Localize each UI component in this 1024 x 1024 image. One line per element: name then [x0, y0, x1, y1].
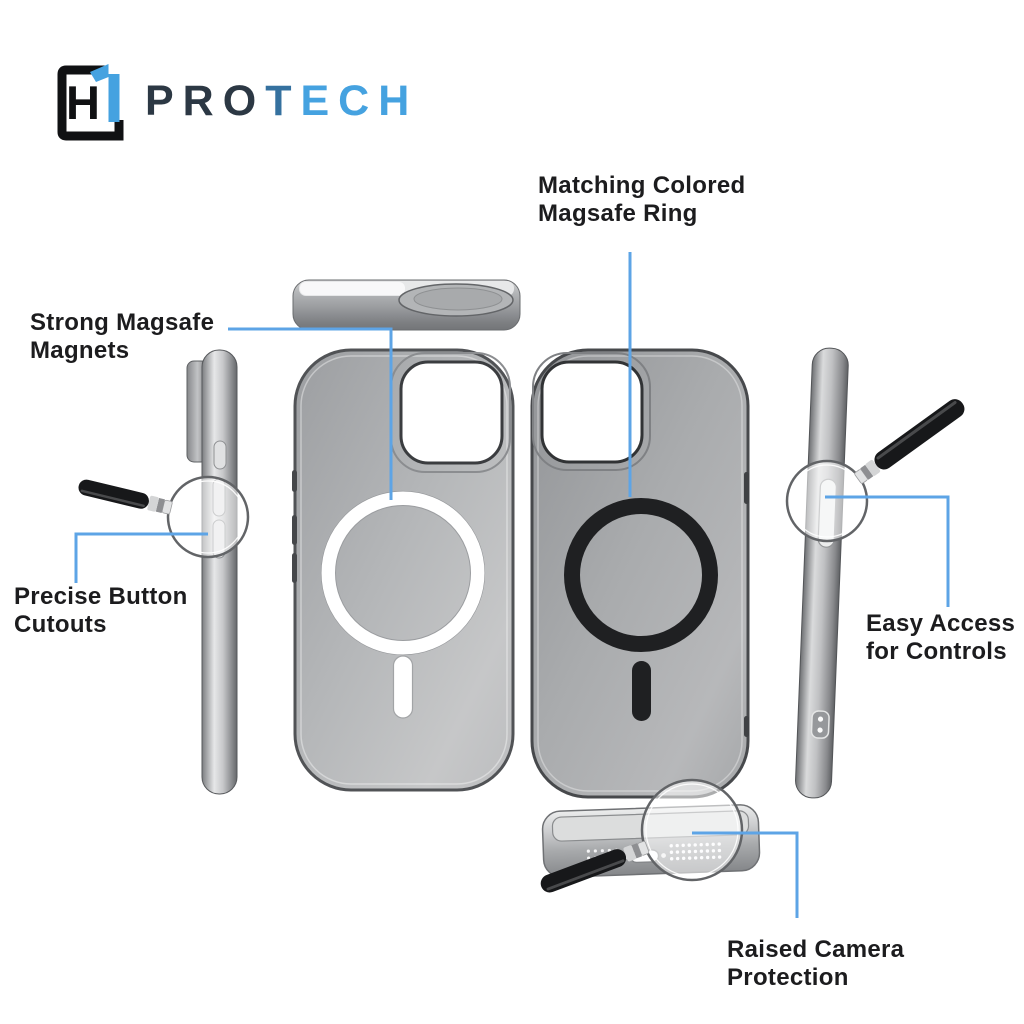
- case-top-view: [292, 279, 521, 331]
- hole-dot: [817, 727, 823, 733]
- callout-magnets: Strong Magsafe Magnets: [30, 309, 214, 365]
- callout-magsafe-ring: Matching Colored Magsafe Ring: [538, 172, 745, 228]
- top-view-camera-inner: [413, 287, 503, 311]
- logo-bracket: [57, 65, 124, 141]
- magsafe-ring-white: [321, 491, 485, 655]
- connector-line-controls: [825, 495, 950, 607]
- top-view-highlight: [300, 282, 405, 295]
- connector-line-button-cutouts: [74, 532, 208, 583]
- edge-button-nub: [292, 470, 297, 492]
- logo-frame-icon: [57, 64, 124, 141]
- case-inner-edge: [537, 355, 743, 792]
- magnifier-glass: [785, 459, 869, 543]
- hole-dot: [817, 716, 824, 722]
- callout-text-line: Matching Colored: [538, 172, 746, 199]
- lanyard-holes: [810, 710, 830, 739]
- magsafe-alignment-pill: [392, 655, 414, 719]
- callout-text-line: Precise Button: [14, 583, 188, 610]
- connector-line-camera: [692, 831, 799, 918]
- callout-text-line: Protection: [727, 964, 849, 991]
- edge-button-nub: [744, 472, 749, 504]
- mute-switch-cutout: [213, 440, 227, 470]
- logo-blue-flag: [90, 64, 109, 82]
- magsafe-ring-black: [564, 498, 718, 652]
- case-side-view-right: [795, 347, 849, 799]
- magnifier-bottom-icon: [640, 778, 744, 882]
- logo-blue-bar: [108, 74, 120, 122]
- brand-logo: H PROTECH: [50, 60, 418, 142]
- wordmark-ech: ECH: [300, 76, 419, 125]
- connector-line-magnets: [228, 327, 393, 500]
- hiprotech-logo-icon: H: [50, 60, 130, 142]
- magnifier-left-icon: [166, 475, 250, 559]
- case-back-black-ring: [530, 348, 750, 799]
- magnifier-right-handle: [854, 399, 965, 484]
- magnifier-glass-rim: [790, 464, 864, 538]
- callout-camera: Raised Camera Protection: [727, 936, 904, 992]
- magnifier-glass-rim: [645, 783, 739, 877]
- callout-text-line: for Controls: [866, 638, 1007, 665]
- edge-button-nub: [292, 553, 297, 583]
- camera-cutout: [399, 360, 504, 465]
- camera-cutout: [540, 360, 644, 464]
- callout-text-line: Easy Access: [866, 610, 1016, 637]
- camera-bump-ring: [532, 352, 651, 471]
- brand-wordmark: PROTECH: [145, 77, 418, 126]
- wordmark-t: T: [265, 76, 301, 125]
- magsafe-alignment-pill: [632, 661, 651, 721]
- magnifier-left-handle: [78, 479, 173, 515]
- callout-text-line: Raised Camera: [727, 936, 905, 963]
- magsafe-ring-inner-edge: [335, 505, 471, 641]
- callout-controls: Easy Access for Controls: [866, 610, 1015, 666]
- case-inner-edge: [300, 355, 508, 785]
- edge-button-nub: [292, 515, 297, 545]
- case-back-white-ring: [292, 348, 515, 792]
- wordmark-pro: PRO: [145, 76, 266, 125]
- callout-button-cutouts: Precise Button Cutouts: [14, 583, 188, 639]
- magnifier-glass-rim: [171, 480, 245, 554]
- callout-text-line: Magsafe Ring: [538, 200, 698, 227]
- callout-text-line: Strong Magsafe: [30, 309, 215, 336]
- magnifier-glass: [166, 475, 250, 559]
- case-side-view-left: [186, 349, 238, 795]
- callout-text-line: Cutouts: [14, 611, 107, 638]
- edge-button-nub: [744, 716, 749, 737]
- magnifier-bottom-handle: [540, 840, 650, 893]
- magnifier-glass: [640, 778, 744, 882]
- magnifier-right-icon: [785, 459, 869, 543]
- logo-letter-h: H: [66, 75, 100, 129]
- side-body: [201, 349, 238, 795]
- callout-text-line: Magnets: [30, 337, 130, 364]
